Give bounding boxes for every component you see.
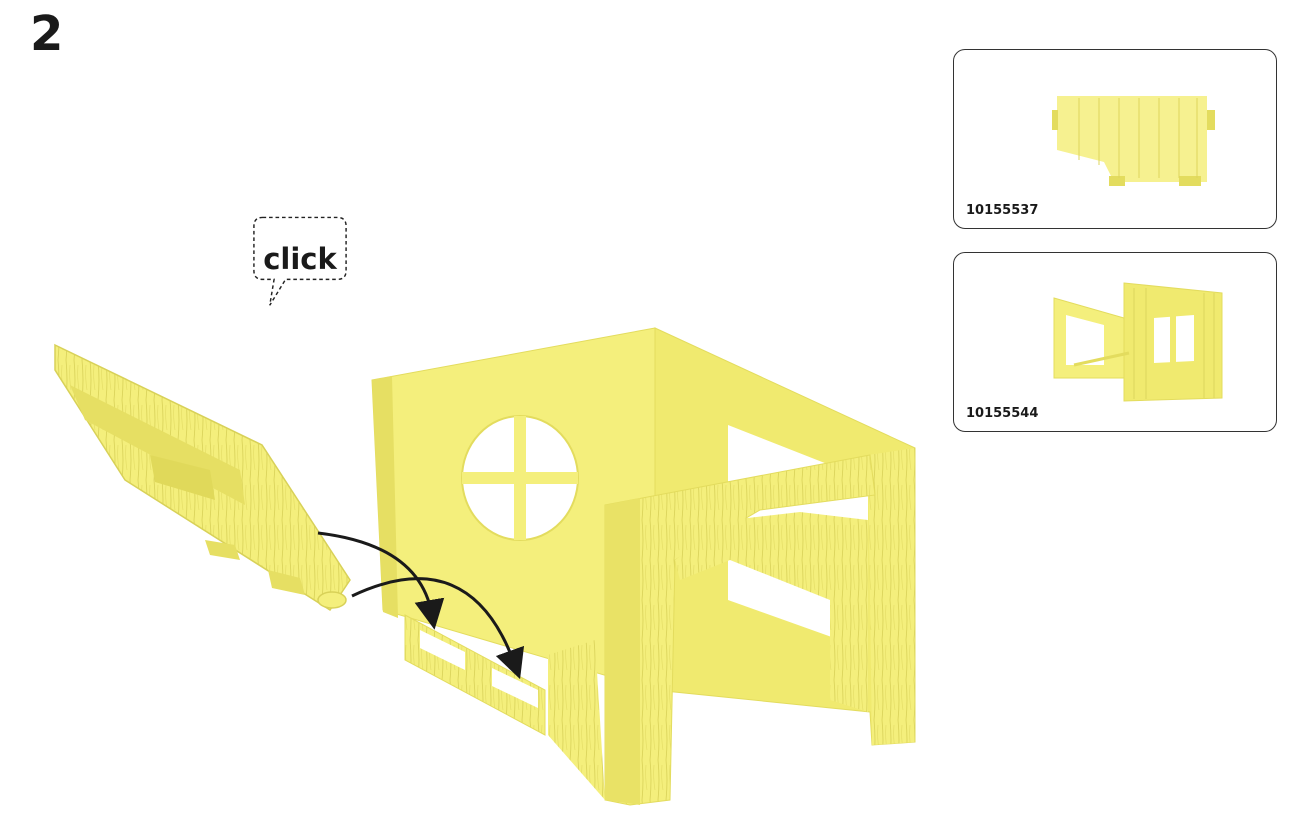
slot-rail [404,614,605,800]
house-frame-icon [1053,282,1223,402]
click-callout-bubble [253,216,347,306]
step-number: 2 [30,6,64,62]
insert-arrows [317,531,525,680]
front-frame-wall [604,454,876,806]
part-reference-card: 10155544 [953,252,1277,432]
wall-panel-icon [1052,96,1215,186]
part-reference-card: 10155537 [953,49,1277,229]
part-code: 10155544 [966,406,1039,421]
click-callout-text: click [263,242,337,276]
part-code: 10155537 [966,203,1039,218]
door-panel [54,343,351,612]
